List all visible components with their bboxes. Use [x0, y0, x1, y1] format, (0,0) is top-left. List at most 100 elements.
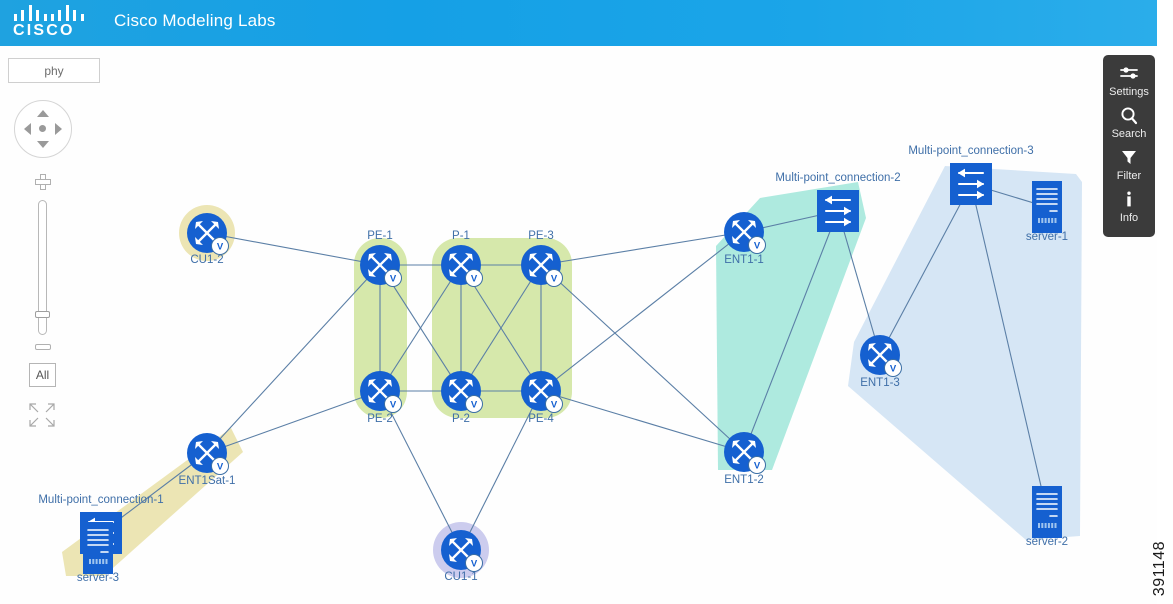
cisco-logo-bar	[51, 14, 54, 21]
link-MPC-3-to-server-2[interactable]	[970, 183, 1048, 513]
node-label-PE-3: PE-3	[528, 230, 554, 242]
fit-to-screen-glyph	[29, 403, 55, 427]
pan-down-icon[interactable]	[37, 141, 49, 148]
node-ENT1Sat-1[interactable]: V	[187, 433, 229, 475]
node-PE-4[interactable]: V	[521, 371, 563, 413]
zoom-in-icon[interactable]	[35, 174, 51, 190]
funnel-icon	[1103, 148, 1155, 170]
cisco-logo-bar	[43, 14, 47, 21]
node-ENT1-3[interactable]: V	[860, 335, 902, 377]
pan-control[interactable]	[14, 100, 72, 158]
link-PE-3-to-ENT1-1[interactable]	[540, 231, 745, 266]
link-ENT1-3-to-MPC-2[interactable]	[837, 210, 881, 356]
link-CU1-2-to-PE-1[interactable]	[206, 232, 381, 266]
link-ENT1-3-to-MPC-3[interactable]	[879, 183, 972, 356]
node-PE-1[interactable]: V	[360, 245, 402, 287]
node-label-CU1-2: CU1-2	[190, 254, 223, 266]
svg-text:V: V	[754, 241, 761, 252]
svg-text:V: V	[890, 364, 897, 375]
cisco-logo-bar	[65, 5, 69, 21]
link-PE-3-to-ENT1-2[interactable]	[540, 264, 745, 453]
svg-text:V: V	[390, 274, 397, 285]
node-label-server-1: server-1	[1026, 231, 1068, 243]
link-PE-3-to-P-2[interactable]	[460, 264, 542, 392]
fit-to-screen-icon[interactable]	[29, 403, 55, 427]
svg-text:V: V	[471, 400, 478, 411]
svg-text:V: V	[471, 559, 478, 570]
node-label-P-1: P-1	[452, 230, 470, 242]
app-header: CISCO Cisco Modeling Labs	[0, 0, 1157, 46]
node-CU1-2[interactable]: V	[187, 213, 229, 255]
cisco-logo-bar	[73, 10, 77, 21]
tool-filter-label: Filter	[1116, 170, 1142, 182]
node-P-2[interactable]: V	[441, 371, 483, 413]
node-ENT1-2[interactable]: V	[724, 432, 766, 474]
zoom-slider[interactable]	[35, 200, 50, 335]
pan-center-icon[interactable]	[39, 125, 46, 132]
pan-right-icon[interactable]	[55, 123, 62, 135]
link-PE-2-to-CU1-1[interactable]	[379, 390, 462, 551]
node-CU1-1[interactable]: V	[441, 530, 483, 572]
cisco-logo: CISCO	[12, 4, 92, 42]
group-region-mpc2-region	[716, 182, 866, 470]
node-label-ENT1-3: ENT1-3	[860, 377, 900, 389]
cisco-logo-bars	[12, 4, 90, 21]
tool-settings[interactable]: Settings	[1103, 61, 1155, 103]
tool-search-label: Search	[1111, 128, 1147, 140]
cisco-logo-bar	[58, 10, 62, 21]
show-all-button[interactable]: All	[29, 363, 56, 387]
node-ENT1-1[interactable]: V	[724, 212, 766, 254]
link-PE-1-to-ENT1Sat-1[interactable]	[206, 264, 381, 454]
node-MPC-2[interactable]	[817, 190, 859, 232]
tool-info[interactable]: Info	[1103, 187, 1155, 229]
cisco-logo-bar	[21, 10, 25, 21]
cisco-logo-bar	[80, 14, 84, 21]
svg-text:V: V	[754, 461, 761, 472]
node-server-3[interactable]	[83, 522, 113, 574]
pan-up-icon[interactable]	[37, 110, 49, 117]
tool-info-label: Info	[1119, 212, 1139, 224]
canvas-controls: All	[14, 100, 74, 427]
node-label-PE-1: PE-1	[367, 230, 393, 242]
node-label-ENT1-2: ENT1-2	[724, 474, 764, 486]
svg-text:V: V	[551, 400, 558, 411]
link-ENT1-2-to-MPC-2[interactable]	[743, 210, 839, 453]
node-label-server-2: server-2	[1026, 536, 1068, 548]
tool-filter[interactable]: Filter	[1103, 145, 1155, 187]
node-label-ENT1-1: ENT1-1	[724, 254, 764, 266]
node-P-1[interactable]: V	[441, 245, 483, 287]
node-label-PE-2: PE-2	[367, 413, 393, 425]
node-MPC-3[interactable]	[950, 163, 992, 205]
tool-search[interactable]: Search	[1103, 103, 1155, 145]
node-PE-3[interactable]: V	[521, 245, 563, 287]
node-label-ENT1Sat-1: ENT1Sat-1	[179, 475, 236, 487]
figure-number: 391148	[1151, 540, 1168, 596]
node-server-1[interactable]	[1032, 181, 1062, 233]
search-icon	[1103, 106, 1155, 128]
svg-text:V: V	[471, 274, 478, 285]
svg-text:V: V	[217, 462, 224, 473]
group-label-MPC-3: Multi-point_connection-3	[908, 145, 1033, 157]
svg-text:V: V	[390, 400, 397, 411]
link-P-1-to-PE-2[interactable]	[379, 264, 462, 392]
node-label-server-3: server-3	[77, 572, 119, 584]
pan-left-icon[interactable]	[24, 123, 31, 135]
node-server-2[interactable]	[1032, 486, 1062, 538]
cisco-logo-bar	[28, 5, 32, 21]
link-PE-4-to-ENT1-1[interactable]	[540, 231, 745, 392]
link-PE-2-to-ENT1Sat-1[interactable]	[206, 390, 381, 454]
sliders-icon	[1103, 64, 1155, 86]
info-icon	[1103, 190, 1155, 212]
zoom-out-icon[interactable]	[35, 344, 51, 350]
zoom-slider-handle[interactable]	[35, 311, 50, 318]
node-PE-2[interactable]: V	[360, 371, 402, 413]
link-PE-4-to-ENT1-2[interactable]	[540, 390, 745, 453]
node-label-CU1-1: CU1-1	[444, 571, 477, 583]
group-label-MPC-1: Multi-point_connection-1	[38, 494, 163, 506]
link-PE-4-to-CU1-1[interactable]	[460, 390, 542, 551]
node-label-P-2: P-2	[452, 413, 470, 425]
phy-view-button[interactable]: phy	[8, 58, 100, 83]
